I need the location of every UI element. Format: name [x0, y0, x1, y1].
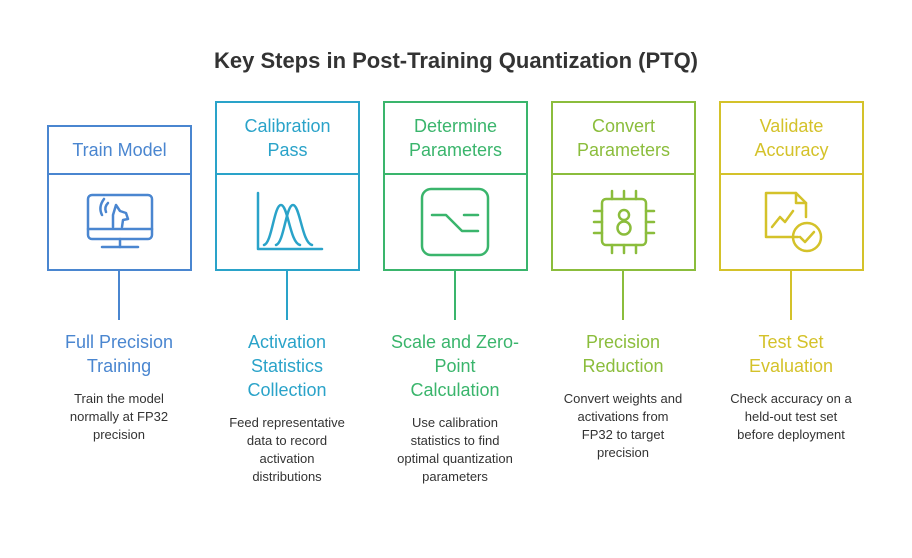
step-heading: Train Model — [49, 127, 190, 175]
step-validate-accuracy: Validate Accuracy Test Set Evaluation Ch… — [719, 0, 864, 558]
monitor-with-dog-icon — [49, 175, 190, 269]
chart-check-icon — [721, 175, 862, 269]
distribution-curves-icon — [217, 175, 358, 269]
step-function-icon — [385, 175, 526, 269]
step-train-model: Train Model Full Precision Training Trai… — [47, 0, 192, 558]
connector-line — [118, 270, 120, 320]
step-description: Check accuracy on a held-out test set be… — [730, 391, 852, 442]
connector-line — [286, 270, 288, 320]
step-description: Use calibration statistics to find optim… — [397, 415, 513, 484]
step-label: Precision Reduction — [582, 332, 664, 376]
step-determine-parameters: Determine Parameters Scale and Zero- Poi… — [383, 0, 528, 558]
step-box: Train Model — [47, 125, 192, 271]
step-description: Train the model normally at FP32 precisi… — [69, 391, 169, 442]
step-box: Calibration Pass — [215, 101, 360, 271]
step-convert-parameters: Convert Parameters Precision Reduction C… — [551, 0, 696, 558]
chip-8bit-icon — [553, 175, 694, 269]
step-heading: Calibration Pass — [217, 103, 358, 175]
step-heading: Convert Parameters — [553, 103, 694, 175]
step-label: Test Set Evaluation — [748, 332, 834, 376]
step-box: Validate Accuracy — [719, 101, 864, 271]
step-heading: Validate Accuracy — [721, 103, 862, 175]
connector-line — [454, 270, 456, 320]
step-description: Convert weights and activations from FP3… — [563, 391, 683, 460]
step-label: Activation Statistics Collection — [247, 332, 327, 400]
diagram-title: Key Steps in Post-Training Quantization … — [213, 48, 699, 73]
step-description: Feed representative data to record activ… — [229, 415, 345, 484]
step-box: Determine Parameters — [383, 101, 528, 271]
connector-line — [622, 270, 624, 320]
step-heading: Determine Parameters — [385, 103, 526, 175]
step-label: Full Precision Training — [64, 332, 174, 376]
connector-line — [790, 270, 792, 320]
step-box: Convert Parameters — [551, 101, 696, 271]
step-calibration-pass: Calibration Pass Activation Statistics C… — [215, 0, 360, 558]
step-label: Scale and Zero- Point Calculation — [390, 332, 520, 400]
